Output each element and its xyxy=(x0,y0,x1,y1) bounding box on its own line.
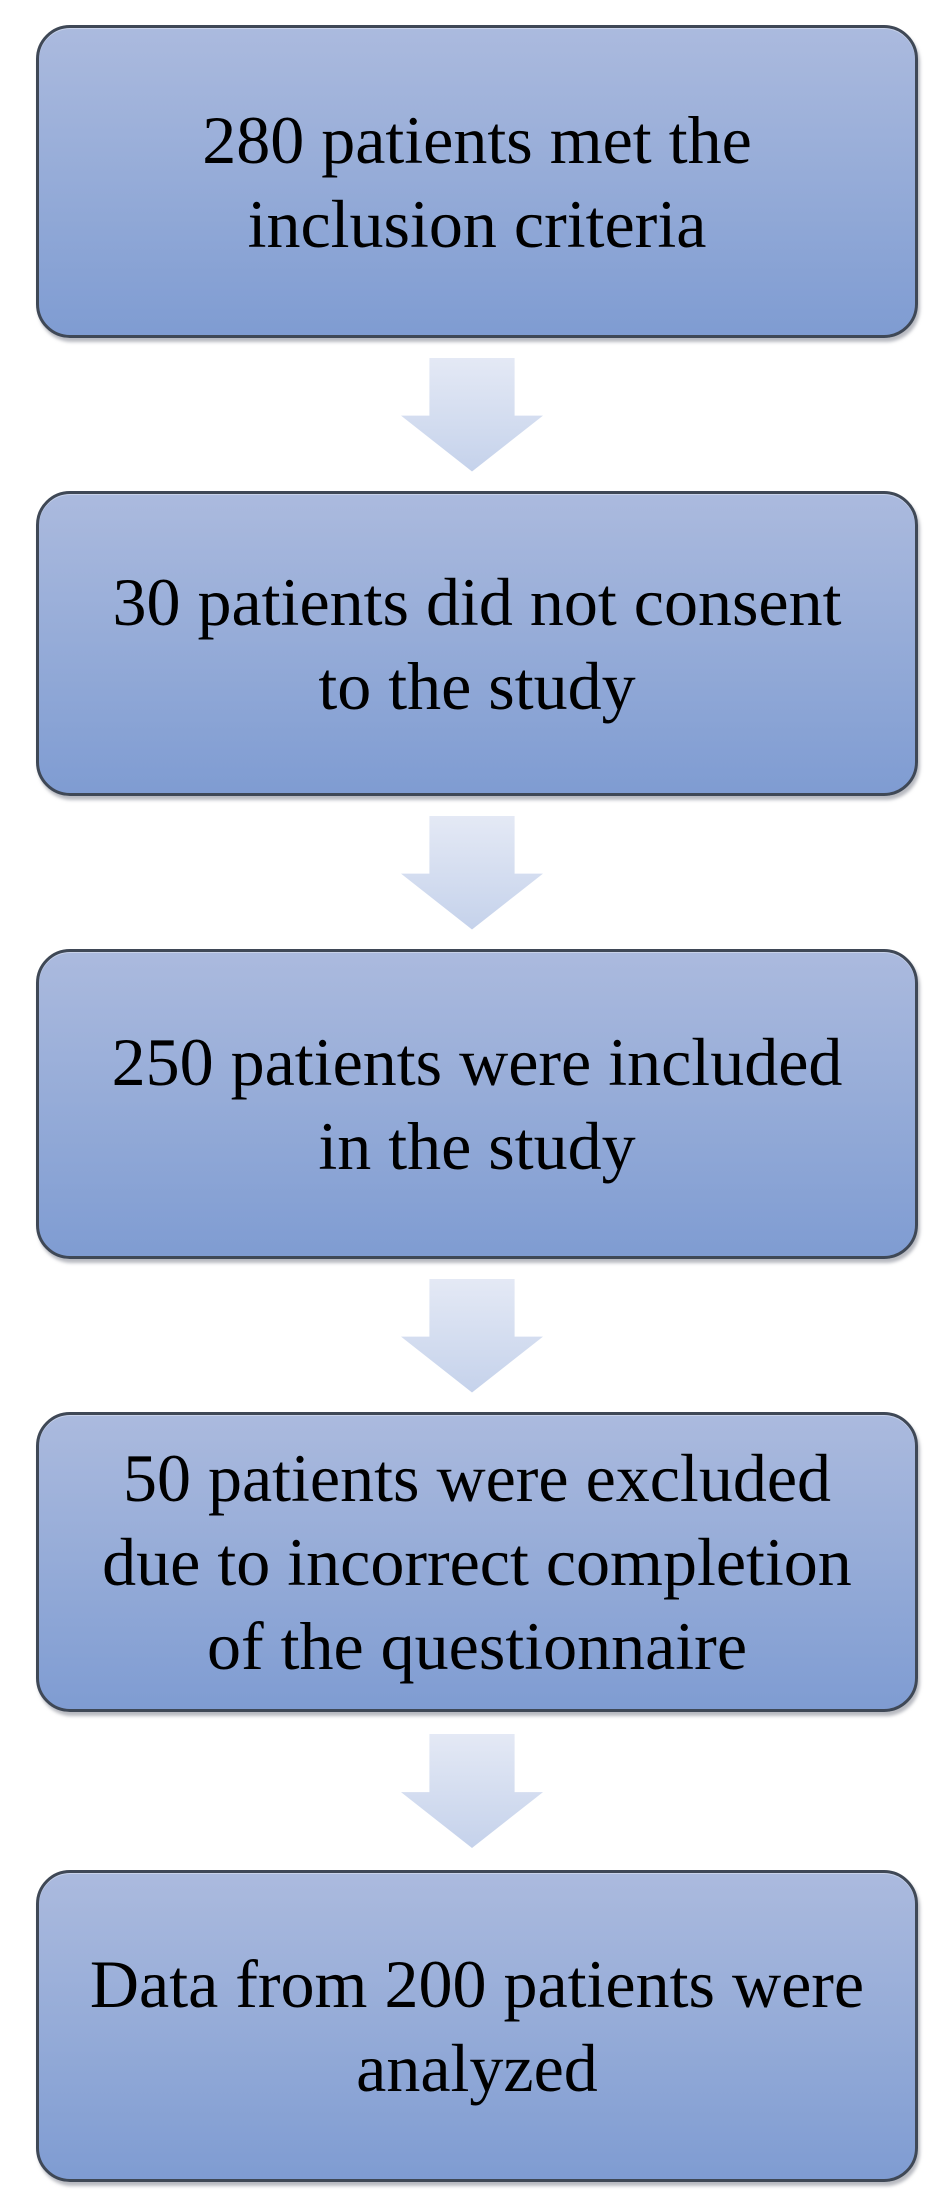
down-arrow-icon xyxy=(401,815,543,930)
flow-step-4-label: 50 patients were excluded due to incorre… xyxy=(102,1440,852,1684)
flow-step-1-label: 280 patients met the inclusion criteria xyxy=(202,101,752,262)
down-arrow-icon xyxy=(401,357,543,472)
flow-step-5-label: Data from 200 patients were analyzed xyxy=(89,1946,865,2106)
down-arrow-icon xyxy=(401,1734,543,1848)
flow-step-2-label: 30 patients did not consent to the study xyxy=(112,563,842,724)
connector-1 xyxy=(0,338,944,491)
flow-step-4: 50 patients were excluded due to incorre… xyxy=(36,1412,918,1712)
flow-step-1: 280 patients met the inclusion criteria xyxy=(36,25,918,338)
down-arrow-icon xyxy=(401,1278,543,1393)
flow-step-3-label: 250 patients were included in the study xyxy=(111,1024,843,1184)
connector-4 xyxy=(0,1712,944,1870)
flow-step-5: Data from 200 patients were analyzed xyxy=(36,1870,918,2182)
flow-step-3: 250 patients were included in the study xyxy=(36,949,918,1259)
flow-step-2: 30 patients did not consent to the study xyxy=(36,491,918,796)
connector-3 xyxy=(0,1259,944,1412)
connector-2 xyxy=(0,796,944,949)
